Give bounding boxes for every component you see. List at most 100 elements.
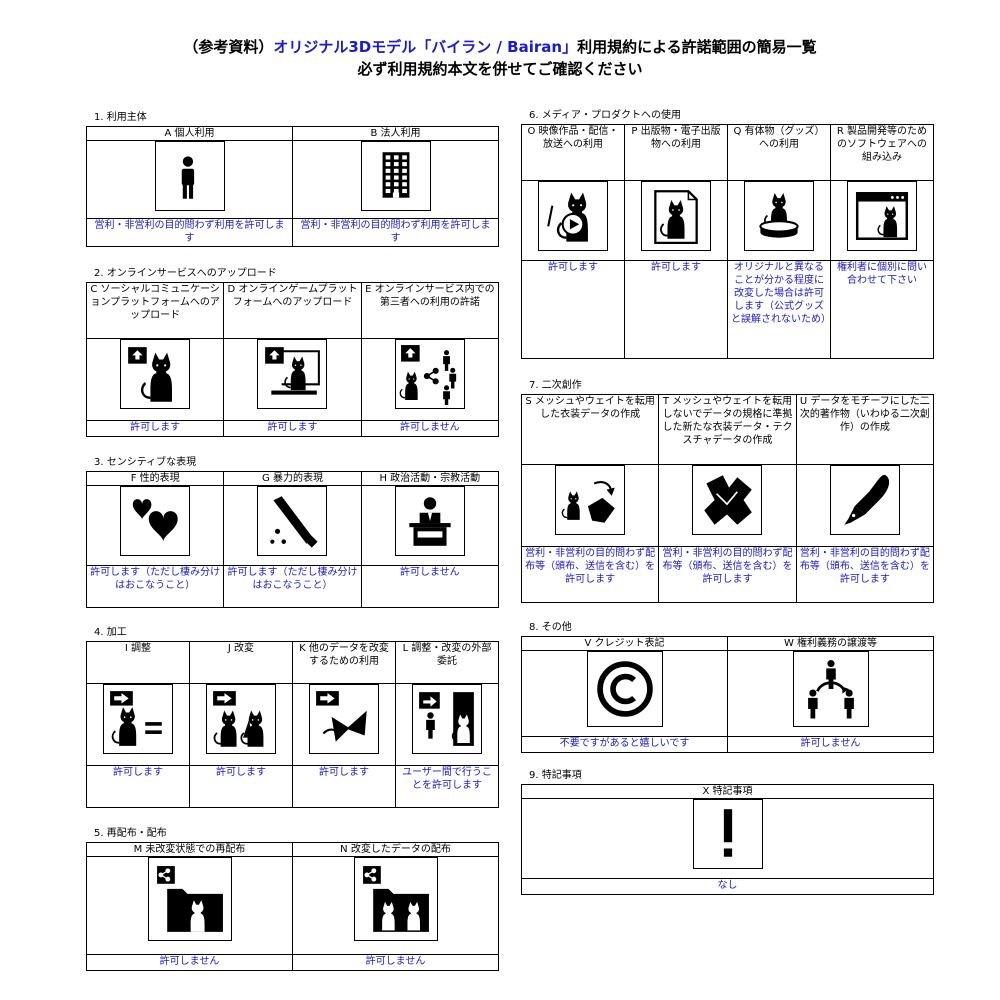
icon-cell <box>795 464 935 547</box>
icon-cell <box>223 338 362 421</box>
page-title: （参考資料）オリジナル3Dモデル「バイラン / Bairan」利用規約による許諾… <box>0 36 1000 58</box>
column-header: P 出版物・電子出版物への利用 <box>624 124 728 181</box>
permission-status: ユーザー間で行うことを許可します <box>395 765 499 808</box>
permission-status: 許可します <box>85 420 225 437</box>
costume-transfer-icon <box>555 465 626 535</box>
section-title: 9. 特記事項 <box>529 770 582 781</box>
upload-game-icon <box>257 339 328 409</box>
column-header: K 他のデータを改変するための利用 <box>292 641 396 684</box>
column-header: Q 有体物（グッズ）への利用 <box>727 124 831 181</box>
permission-status: 許可しません <box>360 565 500 608</box>
icon-cell <box>727 180 831 261</box>
distribute-modified-icon <box>353 857 438 941</box>
icon-cell <box>189 683 293 766</box>
permission-status: 許可しません <box>292 954 499 971</box>
column-header: L 調整・改変の外部委託 <box>395 641 499 684</box>
permission-status: 許可しません <box>86 954 293 971</box>
permission-status: 営利・非営利の目的問わず配布等（頒布、送信を含む）を許可します <box>658 546 797 603</box>
permission-status: 権利者に個別に問い合わせて下さい <box>830 260 934 359</box>
icon-cell <box>292 683 396 766</box>
podium-icon <box>394 486 465 556</box>
column-header: C ソーシャルコミュニケーションプラットフォームへのアップロード <box>85 282 225 339</box>
section-title: 5. 再配布・配布 <box>94 828 167 839</box>
permission-status: 許可します（ただし棲み分けはおこなうこと） <box>85 565 225 608</box>
permission-status: 営利・非営利の目的問わず配布等（頒布、送信を含む）を許可します <box>795 546 935 603</box>
icon-cell <box>520 464 660 547</box>
permission-status: オリジナルと異なることが分かる程度に改変した場合は許可します（公式グッズと誤解さ… <box>727 260 831 359</box>
icon-cell <box>624 180 728 261</box>
section-title: 2. オンラインサービスへのアップロード <box>94 268 277 279</box>
section-s9: 9. 特記事項 X 特記事項なし <box>521 768 934 895</box>
column-header: I 調整 <box>86 641 190 684</box>
title-model-name: オリジナル3Dモデル「バイラン / Bairan」 <box>273 38 578 56</box>
exclamation-icon <box>692 799 763 869</box>
permission-status: 許可しません <box>727 736 934 753</box>
icon-cell <box>292 856 499 955</box>
column-header: G 暴力的表現 <box>223 471 362 486</box>
icon-cell <box>292 140 499 219</box>
icon-cell <box>85 338 225 421</box>
icon-cell <box>86 140 293 219</box>
permission-status: 営利・非営利の目的問わず配布等（頒布、送信を含む）を許可します <box>520 546 660 603</box>
software-icon <box>847 181 917 251</box>
column-header: E オンラインサービス内での第三者への利用の許諾 <box>360 282 500 339</box>
icon-cell <box>86 683 190 766</box>
permission-status: 営利・非営利の目的問わず利用を許可します <box>86 218 293 247</box>
publication-icon <box>641 181 711 251</box>
use-for-other-icon <box>309 684 379 754</box>
permission-status: 許可します <box>292 765 396 808</box>
title-prefix: （参考資料） <box>183 38 274 56</box>
column-header: O 映像作品・配信・放送への利用 <box>521 124 625 181</box>
column-header: N 改変したデータの配布 <box>292 842 499 857</box>
column-header: W 権利義務の譲渡等 <box>727 636 934 651</box>
column-header: J 改変 <box>189 641 293 684</box>
column-header: U データをモチーフにした二次的著作物（いわゆる二次創作）の作成 <box>795 394 935 465</box>
section-title: 8. その他 <box>529 622 572 633</box>
permission-status: 許可しません <box>360 420 500 437</box>
section-title: 1. 利用主体 <box>94 112 147 123</box>
column-header: F 性的表現 <box>85 471 225 486</box>
knife-icon <box>257 486 328 556</box>
icon-cell <box>727 650 934 737</box>
person-icon <box>154 141 225 211</box>
section-title: 6. メディア・プロダクトへの使用 <box>529 110 682 121</box>
column-header: S メッシュやウェイトを転用した衣装データの作成 <box>520 394 660 465</box>
icon-cell <box>395 683 499 766</box>
section-title: 3. センシティブな表現 <box>94 457 197 468</box>
figure-icon <box>744 181 814 251</box>
icon-cell <box>521 650 728 737</box>
section-s2: 2. オンラインサービスへのアップロード C ソーシャルコミュニケーションプラット… <box>85 266 500 437</box>
permission-status: 営利・非営利の目的問わず利用を許可します <box>292 218 499 247</box>
permission-status: なし <box>521 878 934 895</box>
icon-cell <box>830 180 934 261</box>
rights-transfer-icon <box>792 651 869 727</box>
permission-status: 許可します <box>223 420 362 437</box>
column-header: R 製品開発等のためのソフトウェアへの組み込み <box>830 124 934 181</box>
icon-cell <box>223 485 362 566</box>
redistribute-icon <box>147 857 232 941</box>
copyright-icon <box>586 651 663 727</box>
icon-cell <box>521 798 934 879</box>
icon-cell <box>360 338 500 421</box>
permission-status: 不要ですがあると嬉しいです <box>521 736 728 753</box>
share-third-party-icon <box>394 339 465 409</box>
permission-status: 許可します <box>189 765 293 808</box>
permission-table: X 特記事項なし <box>521 784 934 895</box>
column-header: H 政治活動・宗教活動 <box>360 471 500 486</box>
permission-status: 許可します（ただし棲み分けはおこなうこと） <box>223 565 362 608</box>
adjust-icon <box>103 684 173 754</box>
column-header: T メッシュやウェイトを転用しないでデータの規格に準拠した新たな衣装データ・テク… <box>658 394 797 465</box>
title-suffix: 利用規約による許諾範囲の簡易一覧 <box>577 38 817 56</box>
